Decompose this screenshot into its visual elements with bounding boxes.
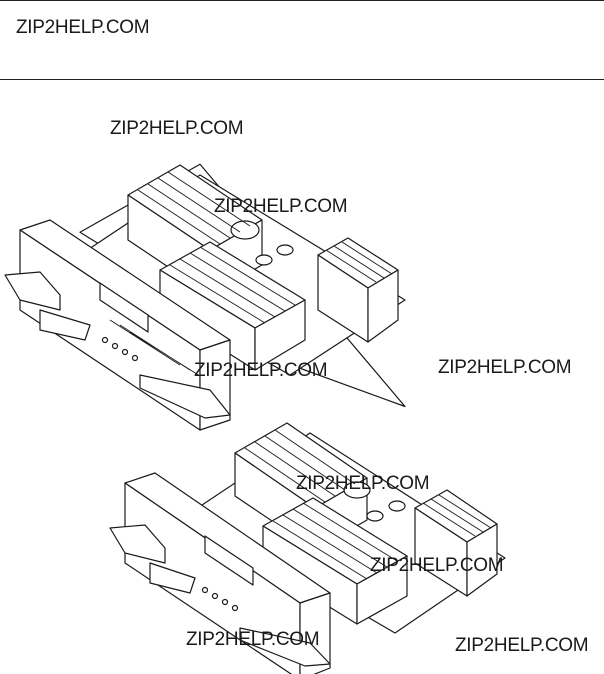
watermark: ZIP2HELP.COM bbox=[214, 196, 348, 217]
watermark: ZIP2HELP.COM bbox=[455, 635, 589, 656]
header-bottom-rule bbox=[0, 79, 604, 80]
ejector-handles bbox=[5, 272, 230, 418]
watermark: ZIP2HELP.COM bbox=[296, 473, 430, 494]
heatsink-fins bbox=[245, 430, 491, 579]
watermark: ZIP2HELP.COM bbox=[438, 357, 572, 378]
heatsink-center bbox=[160, 242, 305, 370]
watermark-header: ZIP2HELP.COM bbox=[16, 17, 150, 38]
header-top-rule bbox=[0, 0, 604, 1]
module-figure-1 bbox=[0, 160, 410, 420]
module-figure-2 bbox=[105, 418, 510, 674]
heatsink-fins bbox=[110, 172, 392, 376]
ejector-handles bbox=[110, 525, 330, 666]
heatsink-right bbox=[415, 490, 497, 596]
watermark: ZIP2HELP.COM bbox=[110, 118, 244, 139]
heatsink-right bbox=[318, 238, 398, 342]
watermark: ZIP2HELP.COM bbox=[186, 629, 320, 650]
watermark: ZIP2HELP.COM bbox=[370, 555, 504, 576]
heatsink-center bbox=[263, 498, 407, 624]
watermark: ZIP2HELP.COM bbox=[194, 360, 328, 381]
